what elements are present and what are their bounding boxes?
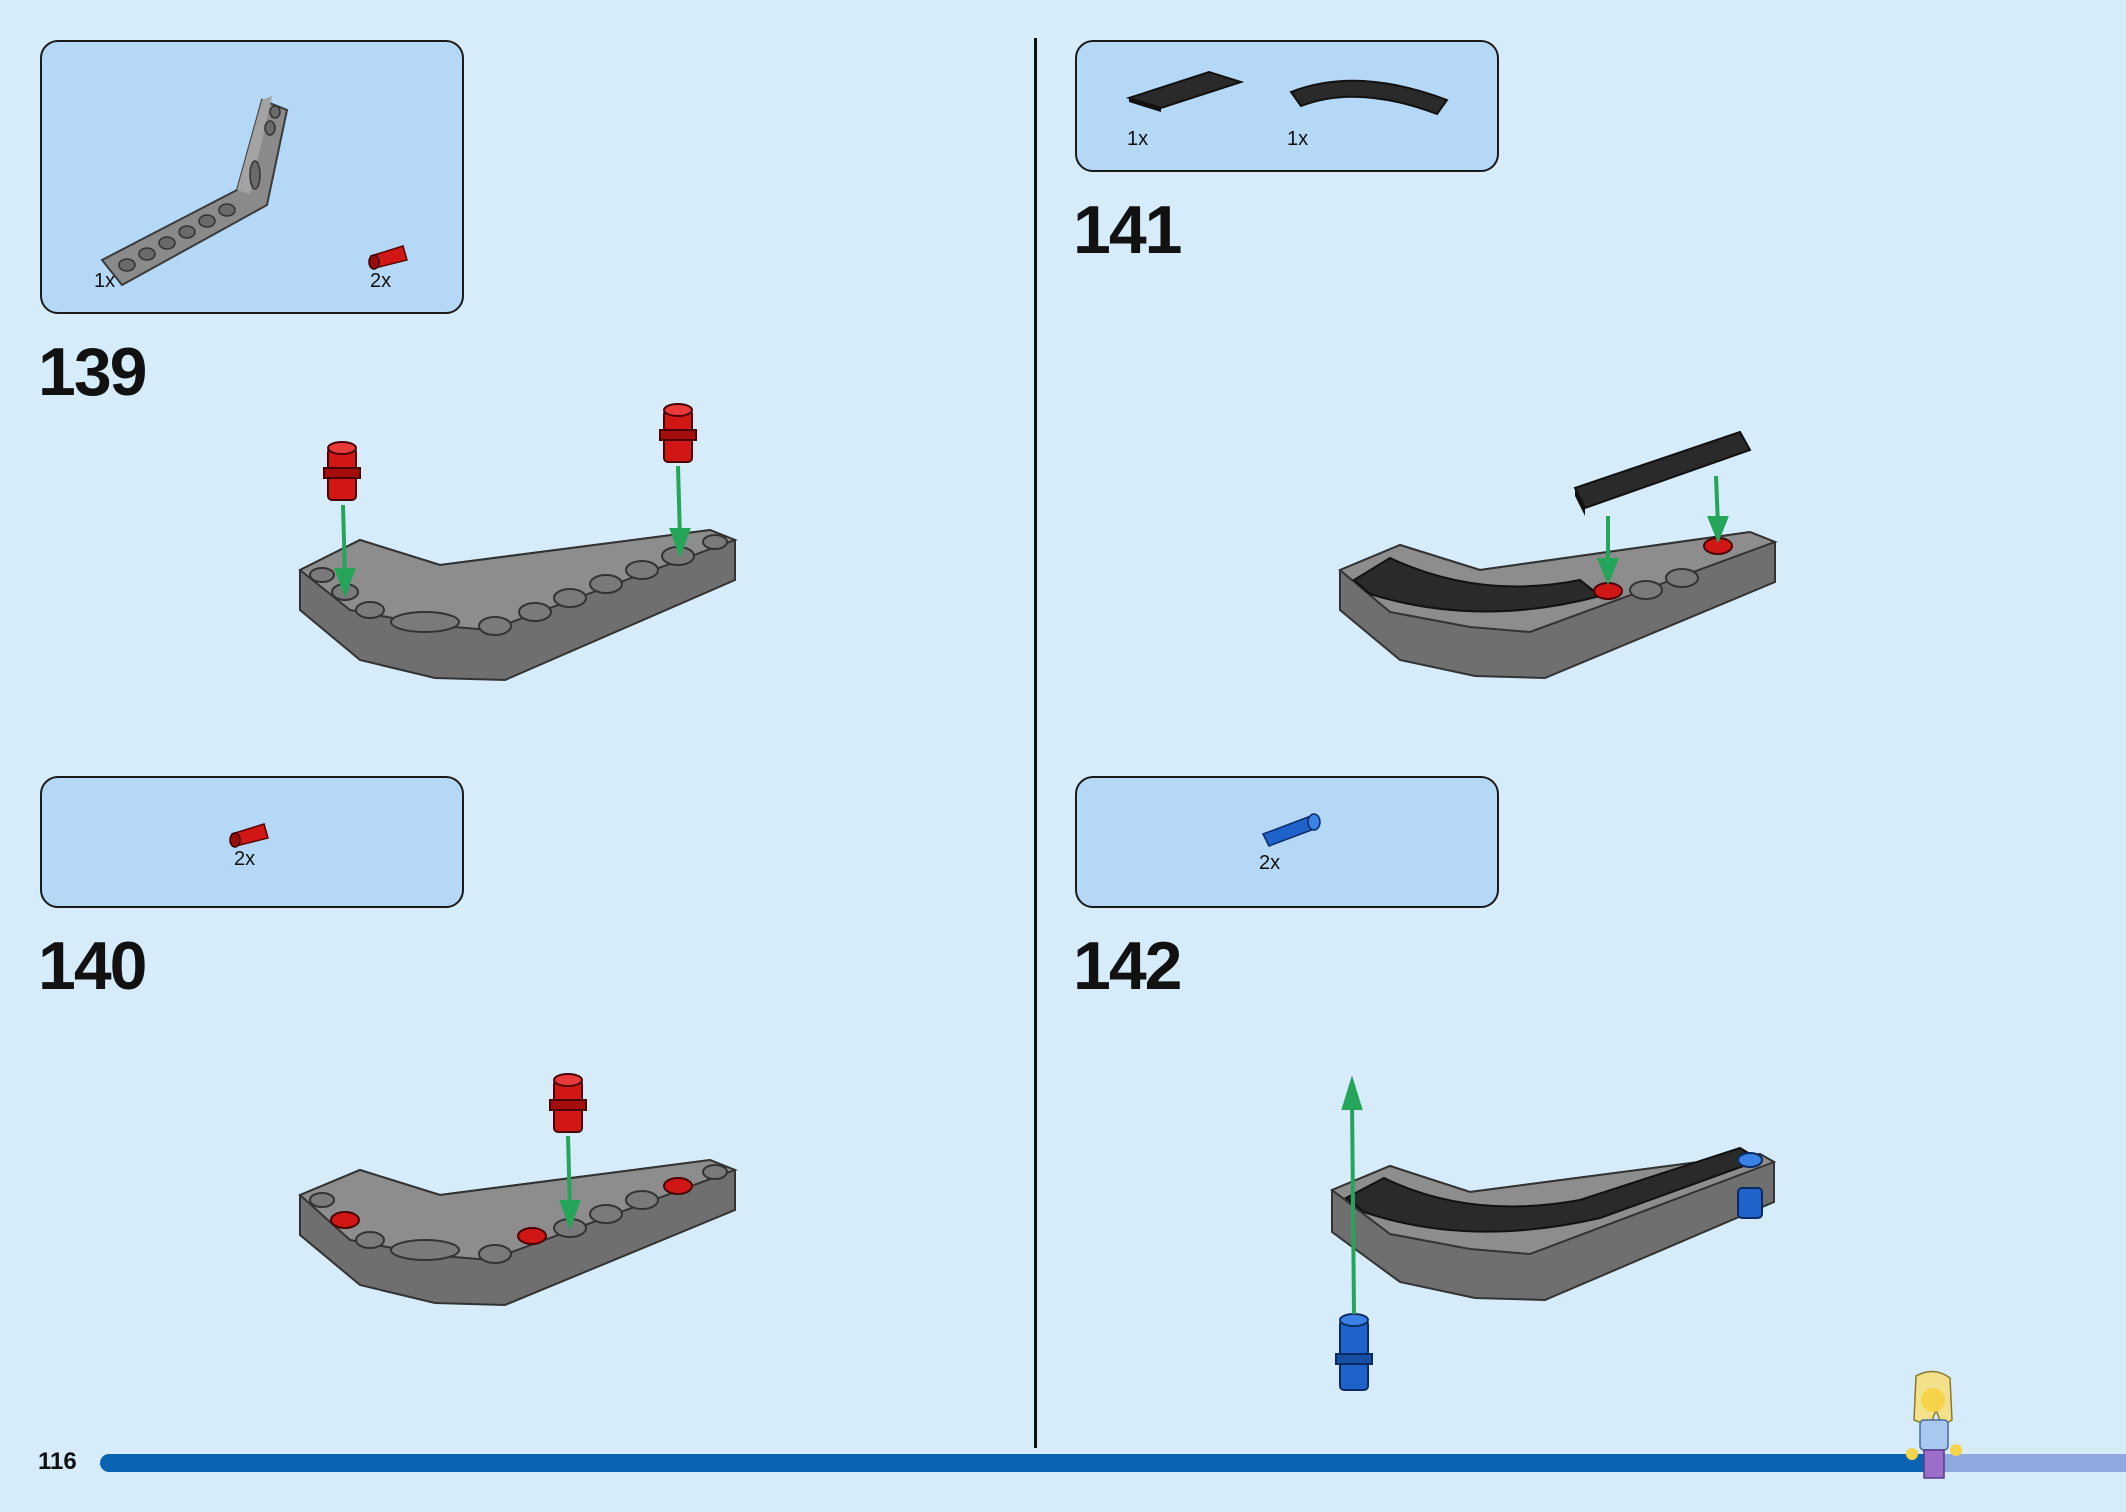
red-pin-icon [330,1177,693,1245]
part-qty: 2x [370,270,392,292]
part-qty: 2x [234,848,256,870]
blue-pin-icon [1335,1313,1373,1391]
gray-bent-beam-icon [100,96,289,287]
parts-callout-step-142: 2x [1075,776,1499,908]
step-number: 141 [1073,192,1182,268]
black-tile-icon [1125,70,1245,112]
part-qty: 2x [1259,852,1281,874]
build-model-step-141 [1338,430,1778,680]
green-arrow-icon [1341,1075,1363,1315]
green-arrow-icon [1597,475,1729,586]
parts-callout-step-140: 2x [40,776,464,908]
build-model-step-140 [298,1073,738,1307]
step-number: 140 [38,928,147,1004]
red-pin-icon [323,441,361,501]
red-pin-icon [1593,537,1733,600]
blue-pin-icon [1737,1152,1763,1219]
blue-pin-icon [1261,813,1321,847]
page-number: 116 [38,1448,77,1475]
part-qty: 1x [94,270,116,292]
column-divider [1034,38,1037,1448]
build-model-step-139 [298,403,738,682]
parts-callout-step-141: 1x 1x [1075,40,1499,172]
progress-bar-fill [100,1454,1944,1472]
red-pin-icon [229,823,269,848]
red-pin-icon [659,403,697,463]
black-curved-tile-icon [1289,79,1449,116]
step-number: 139 [38,334,147,410]
step-number: 142 [1073,928,1182,1004]
green-arrow-icon [559,1135,581,1230]
part-qty: 1x [1287,128,1309,150]
green-arrow-icon [334,465,691,598]
minifigure-icon [1906,1370,1962,1479]
part-qty: 1x [1127,128,1149,150]
red-pin-icon [368,245,408,270]
parts-callout-step-139: 1x 2x [40,40,464,314]
black-tile-icon [1573,430,1752,516]
progress-bar [100,1454,2126,1472]
red-pin-icon [549,1073,587,1133]
build-model-step-142 [1330,1075,1777,1391]
